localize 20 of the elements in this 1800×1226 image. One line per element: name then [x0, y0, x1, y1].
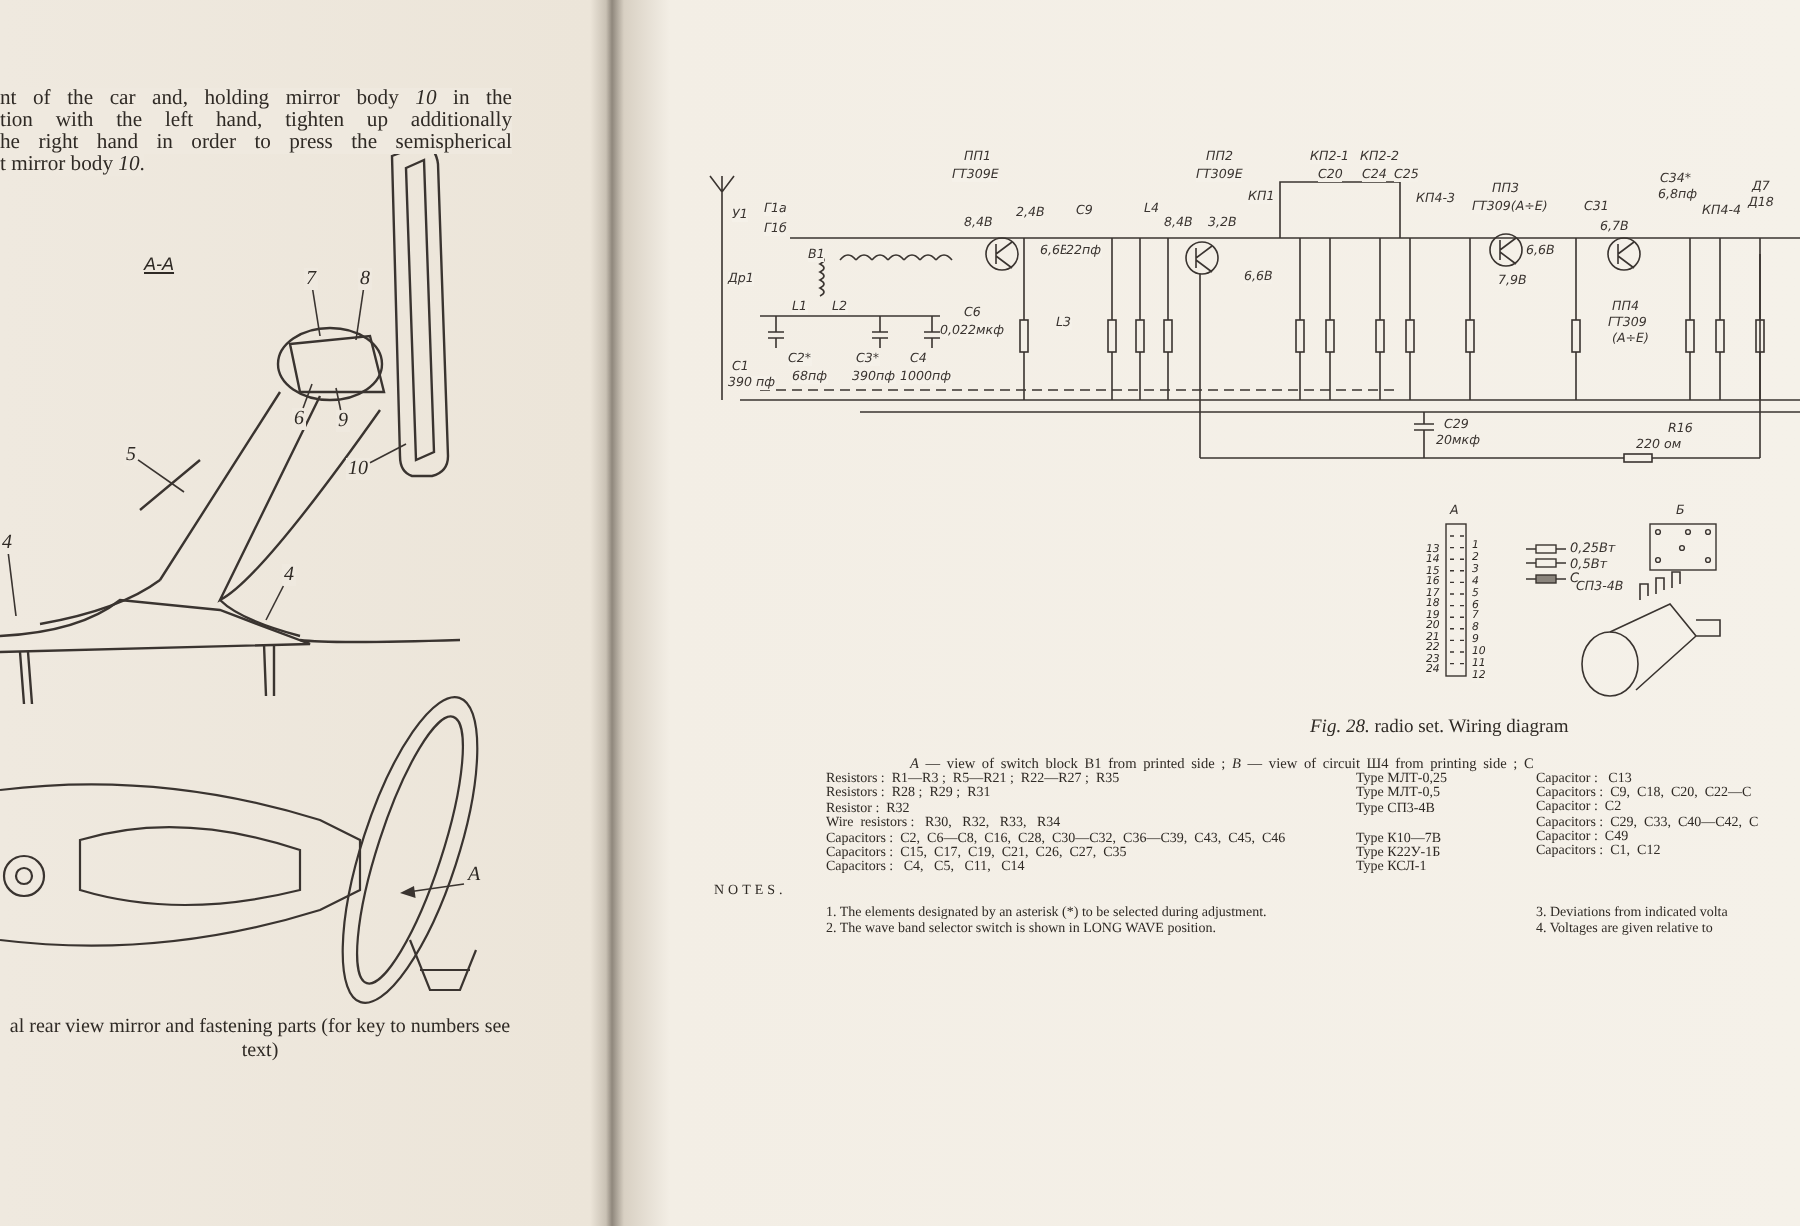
- leader-line: [335, 387, 342, 411]
- callout-number: 8: [358, 268, 372, 290]
- figure-caption: Fig. 28. radio set. Wiring diagram: [1310, 718, 1569, 738]
- callout-number: 5: [124, 444, 138, 466]
- callout-number: 9: [336, 410, 350, 432]
- leader-line: [355, 289, 365, 341]
- section-label: A-A: [144, 254, 175, 274]
- leader-line: [369, 443, 407, 464]
- callout-number: 4: [0, 532, 14, 554]
- view-label: A: [468, 864, 481, 886]
- callout-number: 10: [346, 458, 370, 480]
- leader-line: [302, 383, 313, 409]
- callout-number: 6: [292, 408, 306, 430]
- leader-line: [7, 553, 17, 617]
- leader-line: [311, 289, 321, 337]
- leader-line: [137, 459, 185, 493]
- callout-number: 7: [304, 268, 318, 290]
- callout-number: 4: [282, 564, 296, 586]
- figure-caption: al rear view mirror and fastening parts (for key to numbers see text): [7, 1016, 513, 1062]
- leader-line: [265, 585, 285, 621]
